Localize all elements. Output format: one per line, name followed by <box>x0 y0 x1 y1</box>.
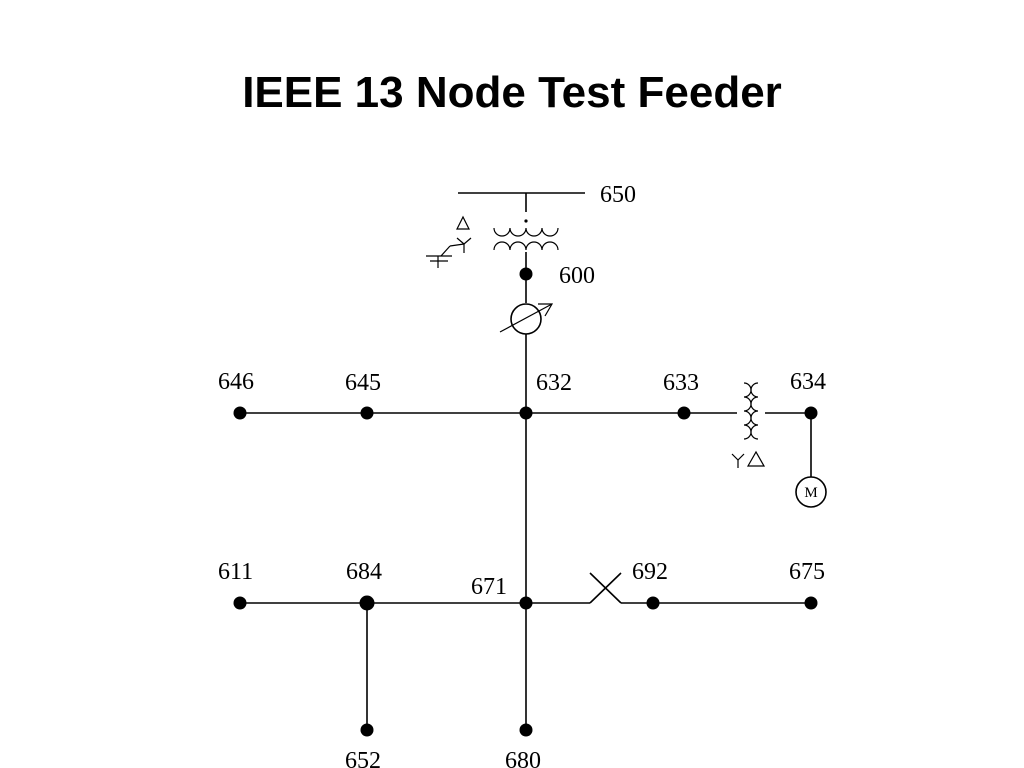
switch-icon <box>589 572 622 604</box>
node-692 <box>646 596 660 610</box>
node-label-692: 692 <box>632 559 668 585</box>
node-label-680: 680 <box>505 748 541 768</box>
node-671 <box>519 596 533 610</box>
voltage-regulator-icon <box>499 303 554 335</box>
motor-label: M <box>804 485 817 501</box>
motor-icon <box>795 476 827 508</box>
node-652 <box>360 723 374 737</box>
node-611 <box>233 596 247 610</box>
node-label-633: 633 <box>663 370 699 396</box>
node-label-652: 652 <box>345 748 381 768</box>
node-label-684: 684 <box>346 559 382 585</box>
node-label-650: 650 <box>600 182 636 208</box>
node-645 <box>360 406 374 420</box>
node-label-600: 600 <box>559 263 595 289</box>
node-633 <box>677 406 691 420</box>
node-label-645: 645 <box>345 370 381 396</box>
substation-transformer-icon <box>493 219 559 251</box>
node-675 <box>804 596 818 610</box>
node-646 <box>233 406 247 420</box>
node-label-611: 611 <box>218 559 253 585</box>
node-680 <box>519 723 533 737</box>
page-title: IEEE 13 Node Test Feeder <box>242 68 782 117</box>
wye-delta-icon <box>731 450 766 468</box>
node-label-646: 646 <box>218 369 254 395</box>
delta-wye-grounded-icon <box>426 215 472 268</box>
node-label-675: 675 <box>789 559 825 585</box>
node-label-671: 671 <box>471 574 507 600</box>
inline-transformer-icon <box>743 382 759 440</box>
node-label-634: 634 <box>790 369 826 395</box>
node-label-632: 632 <box>536 370 572 396</box>
